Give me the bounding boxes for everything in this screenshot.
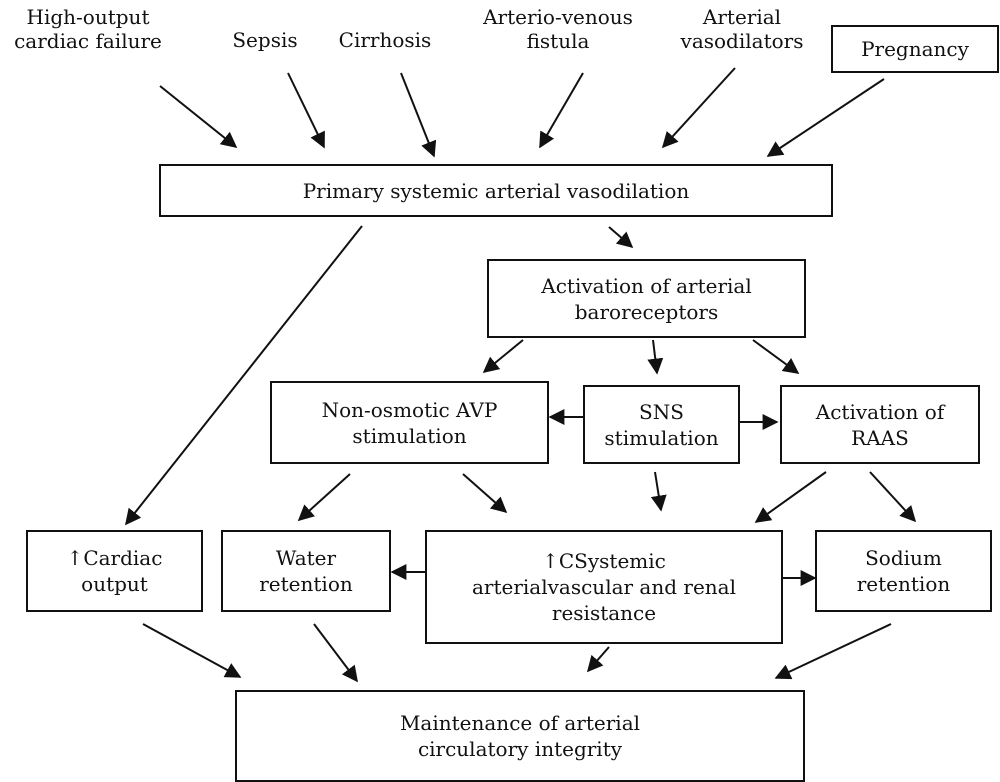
arrow-avp-to-resistance — [462, 473, 508, 514]
arrow-primary-to-cardiac-output — [125, 225, 363, 526]
arrow-raas-to-sodium — [869, 471, 917, 523]
box-label: ↑Cardiac output — [66, 546, 163, 596]
cause-label: High-output cardiac failure — [14, 5, 162, 53]
cardiac-output-box: ↑Cardiac output — [26, 530, 203, 612]
box-label: Sodium retention — [856, 546, 951, 596]
box-label: Activation of RAAS — [815, 399, 945, 450]
arrow-fistula-to-primary — [539, 72, 584, 149]
arrow-pregnancy-to-primary — [766, 78, 885, 157]
arrow-baroreceptors-to-raas — [752, 339, 800, 374]
arrow-resistance-to-maintenance — [586, 646, 610, 673]
arrow-avp-to-water — [297, 473, 351, 522]
cause-label: Sepsis — [232, 28, 298, 52]
arrow-baroreceptors-to-avp — [482, 339, 524, 374]
arrow-raas-to-resistance — [754, 471, 827, 523]
cause-pregnancy-box: Pregnancy — [831, 25, 999, 73]
arrow-sodium-to-maintenance — [774, 623, 892, 680]
arrow-cirrhosis-to-primary — [400, 72, 437, 158]
cause-arterial-vasodilators: Arterial vasodilators — [670, 5, 814, 53]
arrow-baroreceptors-to-sns — [647, 339, 664, 375]
box-label: Primary systemic arterial vasodilation — [302, 178, 690, 203]
cause-arterio-venous-fistula: Arterio-venous fistula — [480, 5, 636, 53]
arrow-primary-to-baroreceptors — [608, 226, 634, 249]
raas-activation-box: Activation of RAAS — [780, 385, 980, 464]
arrow-cardiac-failure-to-primary — [159, 85, 238, 149]
box-label: Activation of arterial baroreceptors — [541, 273, 752, 324]
arrow-cardiac-output-to-maintenance — [142, 623, 242, 678]
arrow-sepsis-to-primary — [287, 72, 325, 149]
box-label: SNS stimulation — [604, 399, 719, 450]
box-label: Maintenance of arterial circulatory inte… — [399, 711, 641, 761]
box-label: Water retention — [259, 546, 353, 596]
box-label: Non-osmotic AVP stimulation — [321, 397, 498, 448]
cause-label: Arterio-venous fistula — [483, 5, 633, 53]
box-label: ↑CSystemic arterialvascular and renal re… — [471, 549, 736, 625]
cause-cirrhosis: Cirrhosis — [330, 28, 440, 52]
avp-stimulation-box: Non-osmotic AVP stimulation — [270, 381, 549, 464]
arrow-sns-to-resistance — [650, 471, 667, 512]
cause-label: Cirrhosis — [338, 28, 432, 52]
cause-label: Arterial vasodilators — [680, 5, 804, 53]
primary-vasodilation-box: Primary systemic arterial vasodilation — [159, 164, 833, 217]
sodium-retention-box: Sodium retention — [815, 530, 992, 612]
sns-stimulation-box: SNS stimulation — [583, 385, 740, 464]
cause-label: Pregnancy — [861, 37, 969, 61]
water-retention-box: Water retention — [221, 530, 391, 612]
arrow-water-to-maintenance — [313, 623, 358, 683]
cause-sepsis: Sepsis — [225, 28, 305, 52]
maintenance-box: Maintenance of arterial circulatory inte… — [235, 690, 805, 782]
arrow-vasodilators-to-primary — [661, 67, 736, 149]
baroreceptors-box: Activation of arterial baroreceptors — [487, 259, 806, 338]
resistance-box: ↑CSystemic arterialvascular and renal re… — [425, 530, 783, 644]
cause-high-output-cardiac-failure: High-output cardiac failure — [0, 5, 176, 53]
